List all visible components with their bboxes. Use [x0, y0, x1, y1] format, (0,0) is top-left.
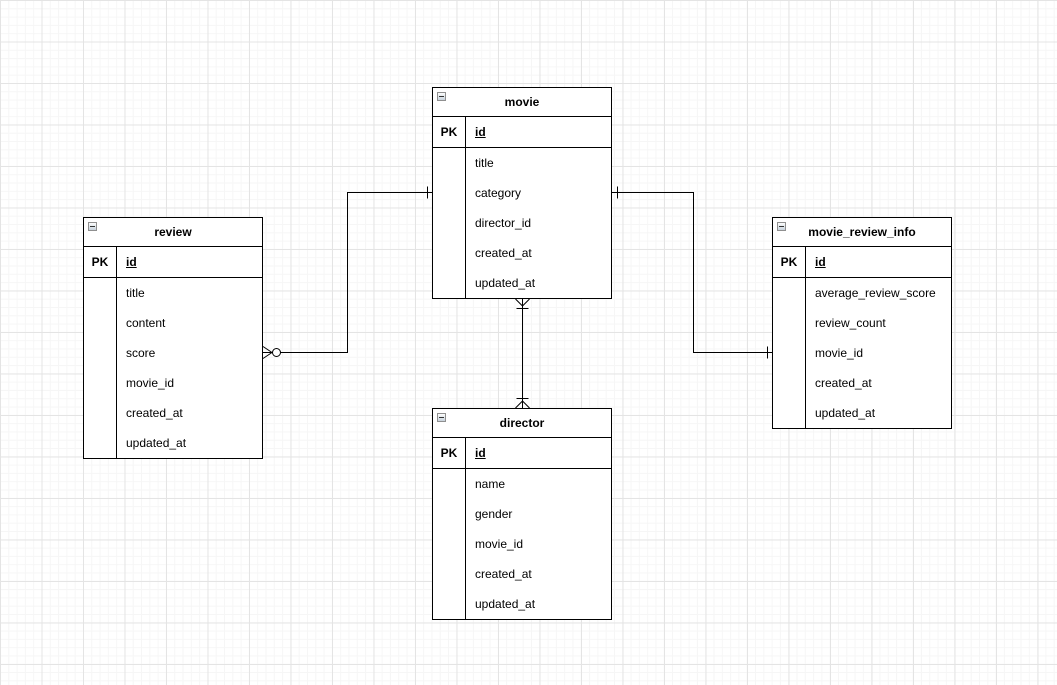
entity-header: movie [433, 88, 611, 117]
entity-movie[interactable]: movie PK id title category director_id c… [432, 87, 612, 299]
field-row[interactable]: gender [475, 507, 513, 521]
pk-row[interactable]: PK id [773, 247, 951, 278]
collapse-icon[interactable] [777, 222, 786, 231]
pk-column-spacer [433, 469, 466, 619]
field-row[interactable]: created_at [815, 376, 872, 390]
field-row[interactable]: movie_id [126, 376, 175, 390]
entity-director[interactable]: director PK id name gender movie_id crea… [432, 408, 612, 620]
pk-label: PK [433, 438, 466, 468]
field-row[interactable]: director_id [475, 216, 532, 230]
pk-column-spacer [433, 148, 466, 298]
field-row[interactable]: category [475, 186, 522, 200]
entity-title: movie [504, 95, 540, 109]
field-row[interactable]: updated_at [475, 276, 536, 290]
pk-column-spacer [773, 278, 806, 428]
collapse-icon[interactable] [437, 413, 446, 422]
pk-field: id [815, 255, 826, 269]
field-row[interactable]: updated_at [475, 597, 536, 611]
connector-movie-director[interactable] [515, 298, 530, 409]
field-row[interactable]: name [475, 477, 506, 491]
minus-glyph [779, 226, 784, 227]
field-row[interactable]: average_review_score [815, 286, 936, 300]
minus-glyph [90, 226, 95, 227]
connector-review-movie[interactable] [262, 186, 432, 359]
pk-column-spacer [84, 278, 117, 458]
minus-glyph [439, 96, 444, 97]
entity-movie_review_info[interactable]: movie_review_info PK id average_review_s… [772, 217, 952, 429]
pk-row[interactable]: PK id [84, 247, 262, 278]
entity-header: review [84, 218, 262, 247]
field-row[interactable]: updated_at [126, 436, 187, 450]
field-row[interactable]: movie_id [475, 537, 524, 551]
field-row[interactable]: title [475, 156, 494, 170]
field-row[interactable]: updated_at [815, 406, 876, 420]
entity-review[interactable]: review PK id title content score movie_i… [83, 217, 263, 459]
field-row[interactable]: score [126, 346, 156, 360]
pk-label: PK [773, 247, 806, 277]
collapse-icon[interactable] [88, 222, 97, 231]
field-row[interactable]: title [126, 286, 145, 300]
field-row[interactable]: content [126, 316, 166, 330]
collapse-icon[interactable] [437, 92, 446, 101]
connector-movie-movie_review_info[interactable] [612, 186, 772, 359]
field-row[interactable]: created_at [475, 567, 532, 581]
entity-title: movie_review_info [808, 225, 916, 239]
field-row[interactable]: created_at [126, 406, 183, 420]
pk-label: PK [433, 117, 466, 147]
pk-field: id [475, 125, 486, 139]
pk-row[interactable]: PK id [433, 438, 611, 469]
pk-field: id [126, 255, 137, 269]
pk-row[interactable]: PK id [433, 117, 611, 148]
pk-label: PK [84, 247, 117, 277]
field-row[interactable]: movie_id [815, 346, 864, 360]
minus-glyph [439, 417, 444, 418]
entity-header: director [433, 409, 611, 438]
entity-header: movie_review_info [773, 218, 951, 247]
entity-title: director [499, 416, 545, 430]
pk-field: id [475, 446, 486, 460]
field-row[interactable]: review_count [815, 316, 886, 330]
field-row[interactable]: created_at [475, 246, 532, 260]
entity-title: review [154, 225, 192, 239]
